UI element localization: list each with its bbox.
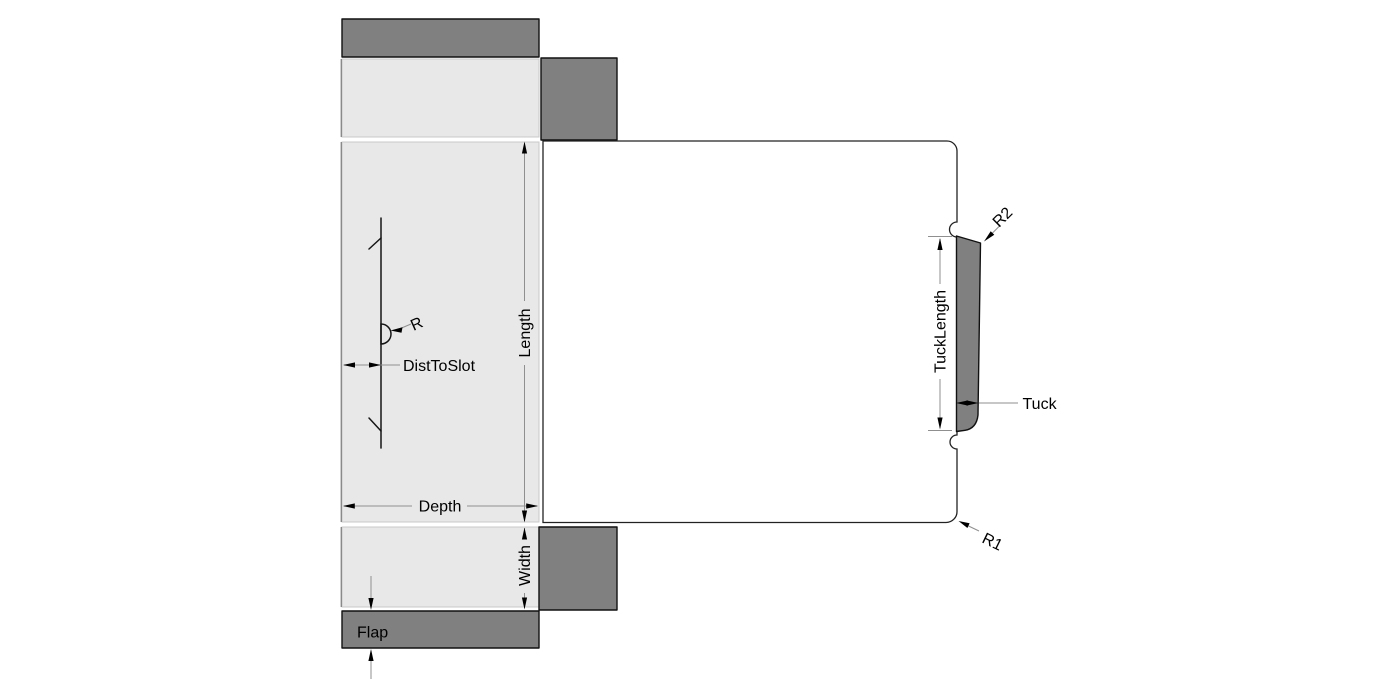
tuck-corner-radius-label: R2 — [990, 204, 1017, 231]
width-arrow-down-icon — [521, 597, 528, 610]
slot-feature — [368, 217, 392, 449]
tuck-arrow-right-icon — [966, 400, 979, 406]
slot-end-tick-bottom — [368, 417, 382, 432]
flap-label: Flap — [357, 625, 388, 642]
length-label: Length — [517, 309, 534, 358]
main-wrap-panel — [542, 140, 958, 524]
tuck-dimension: Tuck — [956, 396, 1058, 413]
dist-to-slot-arrow-left-icon — [343, 362, 355, 368]
flap-dimension: Flap — [357, 576, 388, 679]
depth-arrow-left-icon — [342, 503, 355, 509]
slot-radius-arrow-icon — [390, 327, 403, 333]
lower-width-panel — [341, 526, 540, 608]
tuck-label: Tuck — [1023, 396, 1058, 413]
width-dimension: Width — [517, 527, 534, 610]
top-dust-flap — [341, 18, 540, 58]
bottom-corner-radius-label: R1 — [979, 530, 1005, 554]
flap-arrow-down-icon — [368, 598, 374, 610]
depth-arrow-right-icon — [526, 503, 539, 509]
bottom-corner-radius-arrow-icon — [958, 521, 970, 528]
lower-dark-tab — [538, 526, 618, 611]
tuck-length-label: TuckLength — [933, 290, 950, 373]
flap-arrow-up-icon — [368, 649, 374, 661]
dist-to-slot-dimension: DistToSlot — [343, 358, 476, 375]
bottom-glue-flap — [341, 610, 540, 649]
dist-to-slot-label: DistToSlot — [403, 358, 476, 375]
left-depth-panel — [341, 141, 540, 523]
length-arrow-up-icon — [521, 141, 528, 154]
tuck-corner-radius-arrow-icon — [984, 231, 995, 242]
bottom-corner-radius-callout: R1 — [958, 521, 1005, 555]
length-arrow-down-icon — [521, 510, 528, 523]
fold-line-1 — [622, 142, 626, 522]
slot-radius-notch — [380, 323, 392, 345]
fold-line-3 — [915, 142, 919, 522]
tuck-length-arrow-down-icon — [937, 417, 943, 430]
upper-left-panel — [341, 58, 540, 138]
fold-line-2 — [825, 142, 829, 522]
dist-to-slot-arrow-right-icon — [369, 362, 381, 368]
tuck-flap — [955, 235, 982, 433]
length-dimension: Length — [517, 141, 534, 523]
depth-dimension: Depth — [342, 499, 539, 516]
tuck-corner-radius-leader-line — [991, 225, 1001, 234]
width-label: Width — [517, 545, 534, 586]
bottom-corner-radius-leader-line — [967, 525, 980, 532]
tuck-arrow-left-icon — [956, 400, 968, 406]
slot-end-tick-top — [368, 237, 382, 250]
width-arrow-up-icon — [521, 527, 528, 540]
tuck-length-arrow-up-icon — [937, 238, 943, 250]
upper-dark-tab — [540, 57, 618, 141]
tuck-corner-radius-callout: R2 — [984, 204, 1017, 242]
depth-label: Depth — [419, 499, 462, 516]
tuck-length-dimension: TuckLength — [928, 236, 952, 431]
